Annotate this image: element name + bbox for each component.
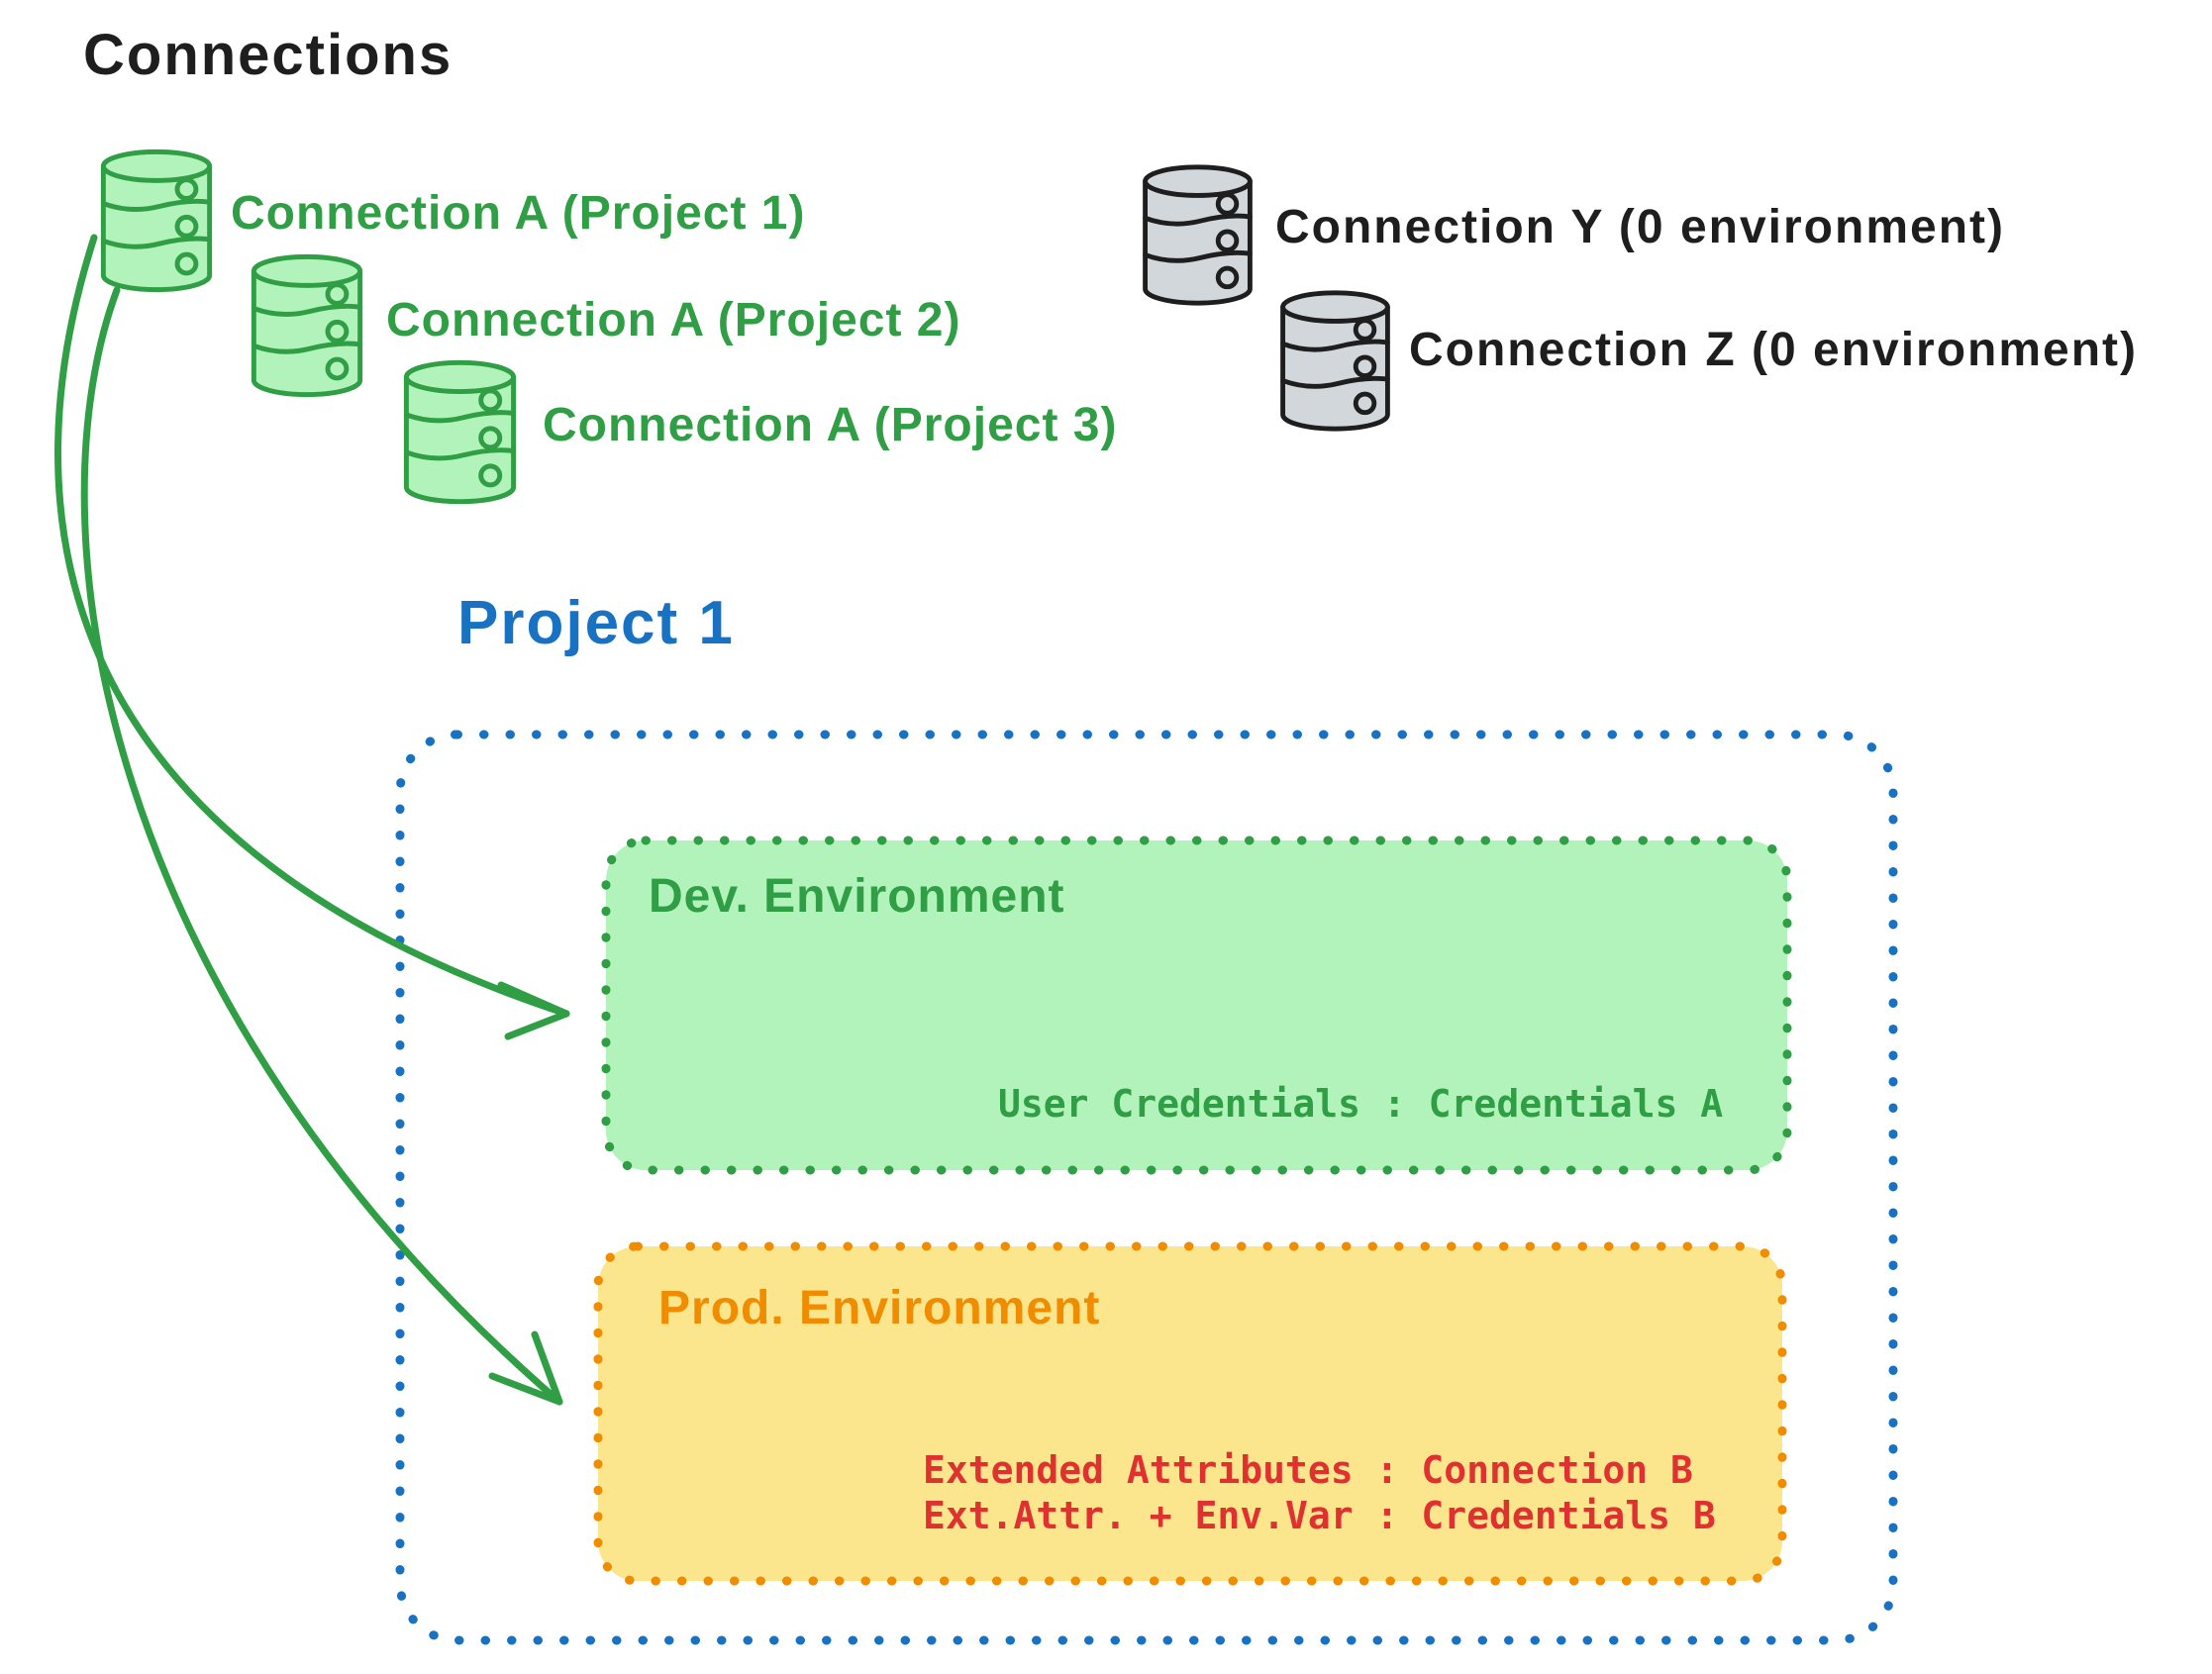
connection-z-label: Connection Z (0 environment) (1409, 324, 2139, 376)
connection-a-project3-label: Connection A (Project 3) (543, 399, 1118, 451)
database-icon-connection-z (1280, 290, 1390, 432)
database-icon-connection-y (1143, 164, 1253, 306)
dev-environment-box (601, 836, 1792, 1175)
project1-container-box (395, 730, 1898, 1645)
connection-y-label: Connection Y (0 environment) (1275, 201, 2005, 253)
connection-a-project1-label: Connection A (Project 1) (231, 187, 806, 240)
prod-ext-attr-env-var-line: Ext.Attr. + Env.Var : Credentials B (923, 1494, 1716, 1537)
arrow-to-prod-environment (80, 286, 563, 1406)
connection-a-project2-label: Connection A (Project 2) (386, 294, 961, 346)
prod-environment-box (593, 1241, 1787, 1586)
prod-extended-attributes-line: Extended Attributes : Connection B (923, 1448, 1693, 1492)
database-icon-connection-a1 (100, 148, 213, 293)
database-icon-connection-a3 (403, 359, 517, 505)
project1-title: Project 1 (457, 589, 735, 657)
dev-environment-credentials-text: User Credentials : Credentials A (998, 1082, 1724, 1126)
dev-environment-title: Dev. Environment (649, 870, 1065, 923)
diagram-title: Connections (83, 23, 453, 87)
prod-environment-title: Prod. Environment (658, 1282, 1101, 1334)
database-icon-connection-a2 (251, 253, 363, 398)
prod-environment-credentials-text: Extended Attributes : Connection B Ext.A… (923, 1447, 1716, 1538)
